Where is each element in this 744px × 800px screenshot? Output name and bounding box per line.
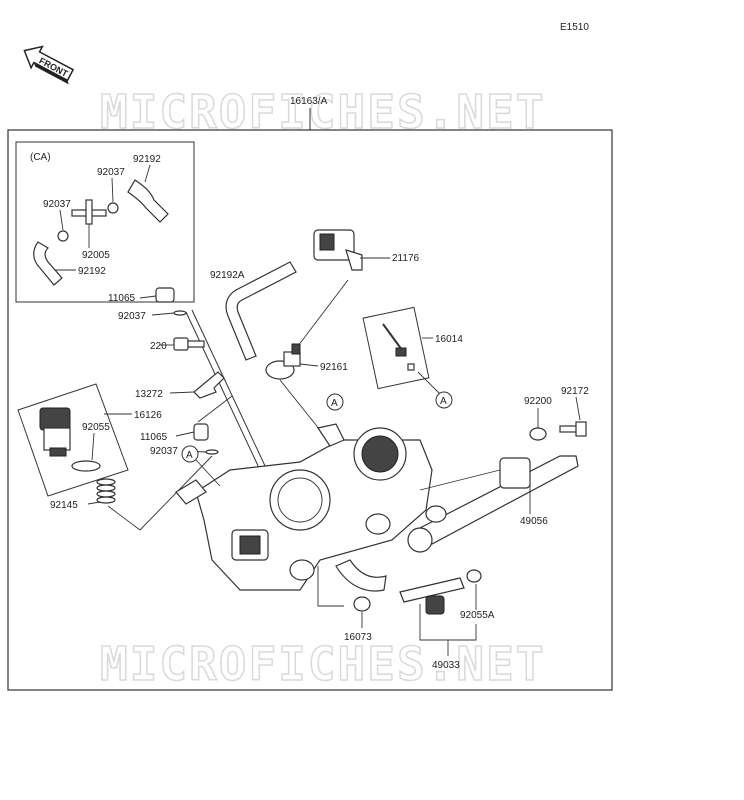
- label-92037-top: 92037: [118, 311, 146, 322]
- label-49033: 49033: [432, 660, 460, 671]
- ca-hose-top: [127, 179, 169, 223]
- ca-hose-bottom: [33, 241, 63, 286]
- screw-220: [173, 337, 205, 351]
- fuel-rail-49056: [407, 455, 579, 553]
- ca-clamp-right: [107, 202, 119, 214]
- label-21176: 21176: [392, 253, 420, 264]
- actuator-16126: [39, 407, 71, 457]
- bolt-92172: [559, 421, 587, 437]
- front-arrow-icon: FRONT: [23, 45, 75, 85]
- label-92161: 92161: [320, 362, 348, 373]
- ref-a-16014-label: A: [440, 396, 447, 407]
- ref-a-mid-label: A: [331, 398, 338, 409]
- cap-11065-top: [155, 287, 175, 303]
- ref-a-16014: [435, 391, 453, 409]
- clamp-92037-mid: [205, 449, 219, 455]
- watermark-top: MICROFICHES.NET: [100, 85, 545, 139]
- spring-92145: [96, 478, 116, 504]
- assembly-label: 16163/A: [290, 96, 328, 107]
- injector-49033: [399, 577, 465, 615]
- label-92192a: 92192A: [210, 270, 245, 281]
- label-220: 220: [150, 341, 167, 352]
- screw-16014: [382, 323, 415, 371]
- label-13272: 13272: [135, 389, 163, 400]
- ca-clamp-left: [57, 230, 69, 242]
- box-16126: [17, 383, 129, 497]
- ref-a-mid: [326, 393, 344, 411]
- label-92200: 92200: [524, 396, 552, 407]
- label-11065-top: 11065: [108, 293, 136, 304]
- hose-92192a: [225, 261, 297, 361]
- throttle-body: [175, 423, 433, 592]
- label-92005: 92005: [82, 250, 110, 261]
- label-92037-mid: 92037: [150, 446, 178, 457]
- diagram-code: E1510: [560, 22, 589, 33]
- ref-a-body-label: A: [186, 450, 193, 461]
- label-92055: 92055: [82, 422, 110, 433]
- label-92037-ca-left: 92037: [43, 199, 71, 210]
- oring-92055a: [466, 569, 482, 583]
- label-49056: 49056: [520, 516, 548, 527]
- ref-a-body: [181, 445, 199, 463]
- watermark-bottom: MICROFICHES.NET: [100, 637, 545, 691]
- bracket-13272: [193, 371, 225, 399]
- ca-box: [15, 141, 195, 303]
- label-16073: 16073: [344, 632, 372, 643]
- label-92055a: 92055A: [460, 610, 495, 621]
- cap-11065-mid: [193, 423, 209, 441]
- ca-label: (CA): [30, 152, 51, 163]
- label-92192-ca-bot: 92192: [78, 266, 106, 277]
- label-16126: 16126: [134, 410, 162, 421]
- label-92192-ca-top: 92192: [133, 154, 161, 165]
- oring-16073: [353, 596, 371, 612]
- clamp-92037-top: [173, 310, 187, 316]
- ca-t-fitting: [71, 199, 107, 225]
- label-11065-mid: 11065: [140, 432, 168, 443]
- label-16014: 16014: [435, 334, 463, 345]
- main-frame: [7, 129, 613, 691]
- label-92145: 92145: [50, 500, 78, 511]
- label-92037-ca-mid: 92037: [97, 167, 125, 178]
- label-92172: 92172: [561, 386, 589, 397]
- valve-92161: [265, 343, 301, 380]
- kit-16014-box: [362, 306, 430, 390]
- washer-92200: [529, 427, 547, 441]
- sensor-21176: [313, 229, 363, 271]
- oring-92055: [71, 460, 101, 472]
